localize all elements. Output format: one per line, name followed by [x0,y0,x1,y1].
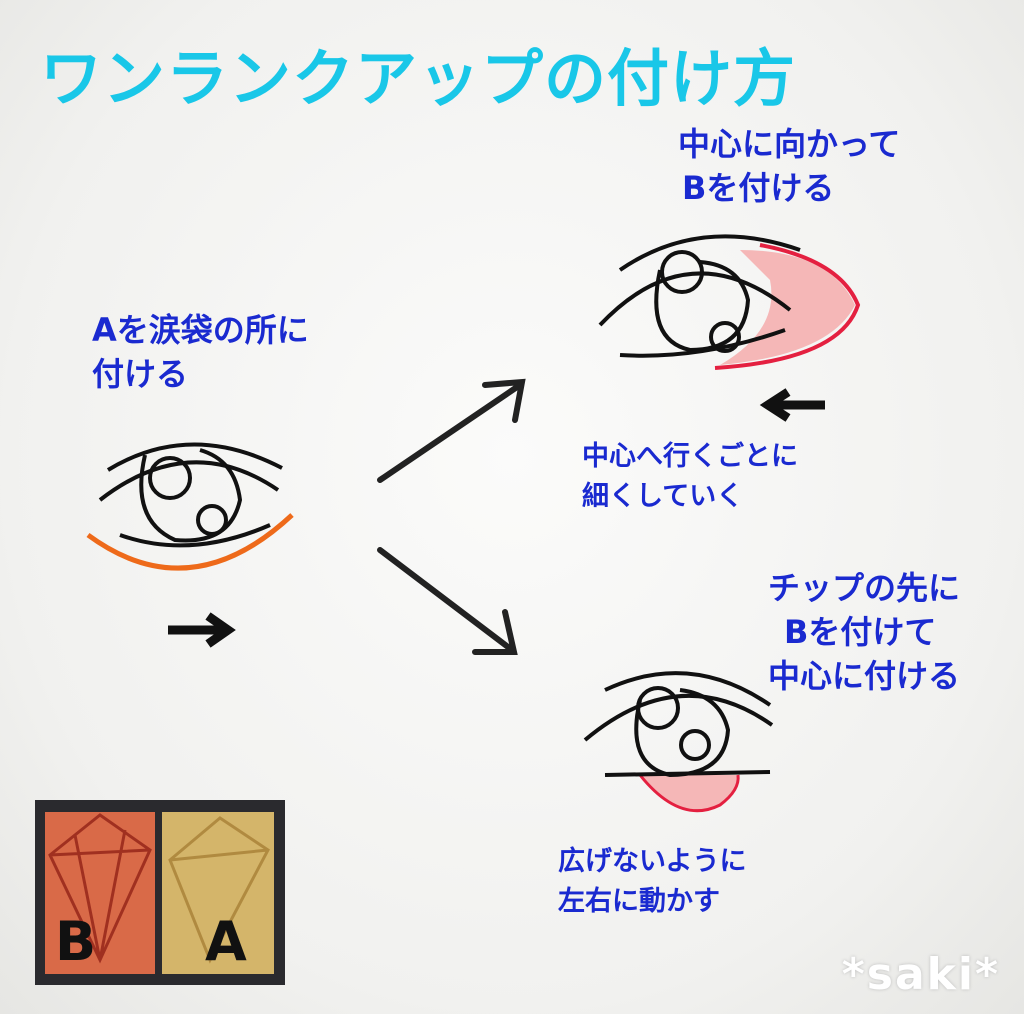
arrow-up-right-icon [377,378,526,483]
palette-label-b: B [55,910,97,973]
step1-line2: 付ける [92,355,189,393]
step2-line1: 中心に向かって [678,125,901,163]
eye-step2 [598,234,861,370]
step2-tip: 中心へ行くごとに 細くしていく [582,437,798,517]
arrow-left-icon [759,388,825,422]
step3-tip: 広げないように 左右に動かす [558,842,746,922]
step2-line2: Bを付ける [682,169,835,207]
step2-tip-line1: 中心へ行くごとに [582,441,798,472]
palette-label-a: A [205,910,247,973]
step1-instruction: Aを涙袋の所に 付ける [92,308,309,396]
step3-tip-line2: 左右に動かす [558,886,720,917]
eye-step1 [86,442,294,571]
page-title: ワンランクアップの付け方 [40,42,797,115]
step3-line2: Bを付けて [784,613,937,651]
eyeshadow-palette [35,800,285,985]
step2-tip-line2: 細くしていく [582,481,744,512]
step1-line1: Aを涙袋の所に [92,311,309,349]
step3-tip-line1: 広げないように [558,846,747,877]
arrow-down-right-icon [377,547,518,655]
arrow-right-icon [168,612,236,648]
step3-line3: 中心に付ける [768,657,961,695]
watermark: *saki* [841,949,1000,1000]
step2-instruction: 中心に向かって Bを付ける [678,122,900,210]
step3-line1: チップの先に [768,569,961,607]
step3-instruction: チップの先に Bを付けて 中心に付ける [768,566,960,698]
eye-step3 [583,671,774,813]
